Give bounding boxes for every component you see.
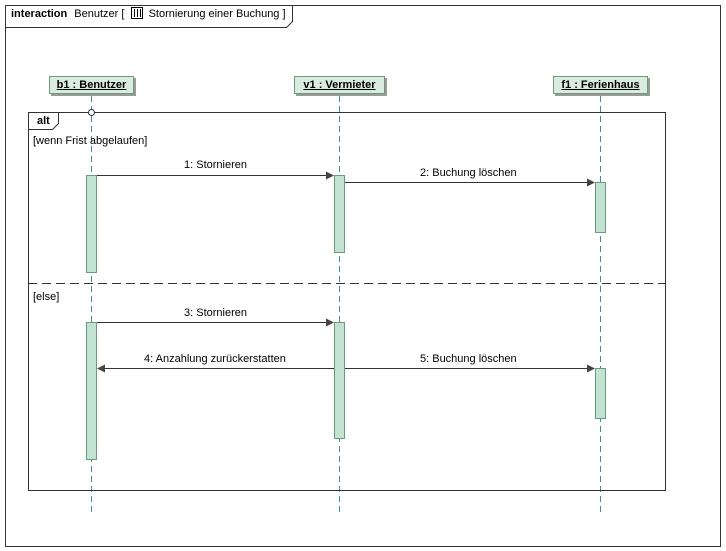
frame-context: Benutzer [ [74, 8, 125, 20]
frame-title-tab [5, 5, 293, 28]
message-2-label: 2: Buchung löschen [420, 167, 517, 179]
message-5-label: 5: Buchung löschen [420, 353, 517, 365]
alt-fragment [28, 112, 666, 491]
activation-b1-1 [86, 175, 97, 273]
coregion-circle [88, 109, 95, 116]
message-3-arrowhead [326, 318, 334, 327]
message-4-arrowhead [97, 364, 105, 373]
lifeline-head-v1[interactable]: v1 : Vermieter [294, 76, 385, 94]
message-1-label: 1: Stornieren [184, 159, 247, 171]
interaction-frame [5, 5, 721, 547]
alt-operator-label: alt [37, 115, 50, 127]
guard-operand-2: [else] [33, 291, 60, 303]
activation-b1-2 [86, 322, 97, 460]
message-2-arrowhead [587, 178, 595, 187]
frame-title: interaction Benutzer [ Stornierung einer… [11, 7, 286, 20]
message-5-arrowhead [587, 364, 595, 373]
message-4-label: 4: Anzahlung zurückerstatten [144, 353, 286, 365]
frame-name-suffix: ] [282, 8, 286, 20]
guard-operand-1: [wenn Frist abgelaufen] [33, 135, 148, 147]
activation-v1-1 [334, 175, 345, 253]
sequence-diagram-icon [130, 7, 143, 19]
lifeline-head-f1[interactable]: f1 : Ferienhaus [553, 76, 648, 94]
lifeline-head-b1[interactable]: b1 : Benutzer [49, 76, 134, 94]
activation-v1-2 [334, 322, 345, 439]
activation-f1-2 [595, 368, 606, 419]
frame-keyword: interaction [11, 8, 68, 20]
message-1-arrowhead [326, 171, 334, 180]
frame-diagram-name: Stornierung einer Buchung [148, 8, 280, 20]
message-3-label: 3: Stornieren [184, 307, 247, 319]
activation-f1-1 [595, 182, 606, 233]
alt-fragment-tab [28, 112, 59, 130]
